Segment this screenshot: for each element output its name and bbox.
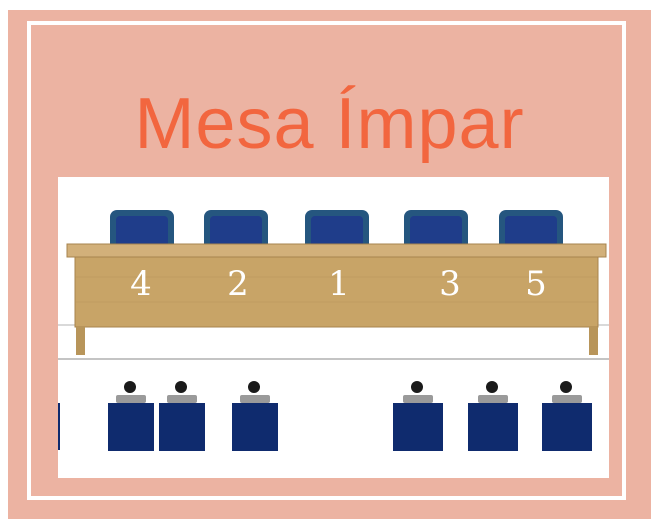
seat-label: 2 bbox=[227, 264, 249, 304]
seating-illustration: 4 2 1 3 5 bbox=[58, 177, 609, 478]
audience-chair-icon bbox=[58, 403, 60, 450]
person-icon bbox=[393, 381, 443, 451]
seat-label: 3 bbox=[439, 264, 461, 304]
person-icon bbox=[108, 381, 154, 451]
seating-diagram: 4 2 1 3 5 bbox=[58, 210, 609, 451]
person-icon bbox=[468, 381, 518, 451]
seat-label: 1 bbox=[328, 264, 350, 304]
chair-icon bbox=[404, 210, 468, 252]
chair-icon bbox=[499, 210, 563, 252]
card-frame bbox=[27, 21, 626, 500]
seat-label: 5 bbox=[525, 264, 547, 304]
head-chairs bbox=[110, 210, 563, 252]
audience-row bbox=[58, 381, 592, 451]
person-icon bbox=[232, 381, 278, 451]
person-icon bbox=[542, 381, 592, 451]
chair-icon bbox=[305, 210, 369, 252]
chair-icon bbox=[110, 210, 174, 252]
page-title: Mesa Ímpar bbox=[134, 84, 525, 164]
chair-icon bbox=[204, 210, 268, 252]
seat-label: 4 bbox=[130, 264, 152, 304]
person-icon bbox=[159, 381, 205, 451]
table-icon bbox=[66, 243, 607, 355]
